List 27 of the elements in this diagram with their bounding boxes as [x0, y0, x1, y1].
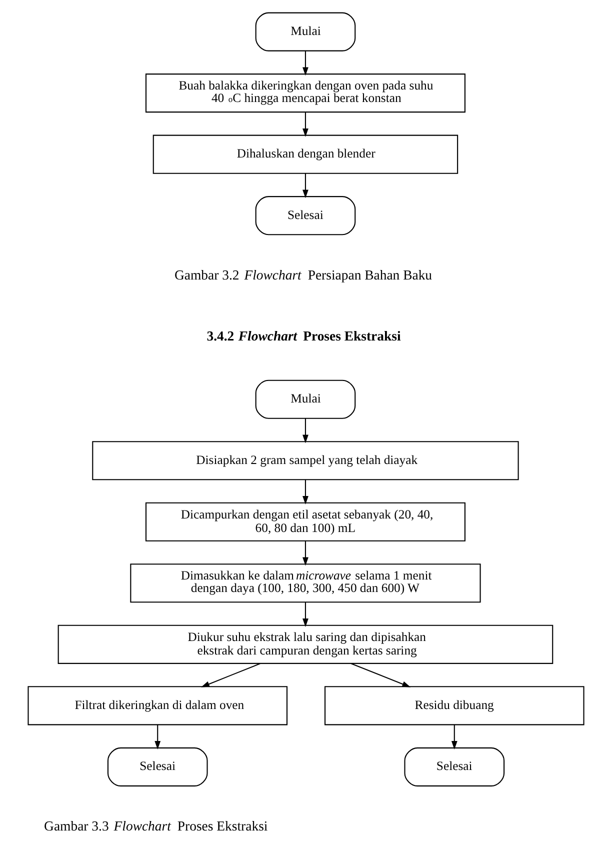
arrow	[350, 663, 410, 688]
label: Gambar 3.2 Flowchart Persiapan Bahan Baku	[174, 267, 432, 282]
arrow	[302, 602, 308, 627]
node-box: Selesai	[106, 747, 208, 786]
node-box: Buah balakka dikeringkan dengan oven pada suhu 40 oC hingga mencapai berat konstan	[144, 74, 465, 113]
label: 3.4.2 Flowchart Proses Ekstraksi	[206, 328, 400, 344]
arrow	[302, 541, 308, 566]
node-box: Diukur suhu ekstrak lalu saring dan dipisahkan ekstrak dari campuran dengan kertas saring	[57, 624, 553, 664]
label: Gambar 3.3 Flowchart Proses Ekstraksi	[44, 818, 268, 834]
arrow	[450, 724, 457, 750]
node-box: Mulai	[254, 12, 356, 52]
arrow	[302, 112, 308, 137]
node-box: Filtrat dikeringkan di dalam oven	[27, 686, 288, 726]
node-box: Dimasukkan ke dalam microwave selama 1 menit dengan daya (100, 180, 300, 450 dan 600) W	[130, 564, 480, 603]
arrow	[200, 663, 260, 688]
node-box: Residu dibuang	[324, 686, 584, 726]
arrow	[302, 50, 308, 76]
node-box: Dihaluskan dengan blender	[152, 134, 458, 174]
arrow	[302, 418, 308, 444]
node-box: Selesai	[254, 196, 356, 236]
arrow	[302, 480, 308, 504]
node-box: Dicampurkan dengan etil asetat sebanyak (20, 40, 60, 80 dan 100) mL	[144, 502, 465, 542]
node-box: Mulai	[254, 380, 356, 419]
arrow	[302, 173, 308, 198]
node-box: Selesai	[404, 747, 504, 786]
arrow	[154, 724, 160, 750]
node-box: Disiapkan 2 gram sampel yang telah diayak	[92, 441, 518, 480]
